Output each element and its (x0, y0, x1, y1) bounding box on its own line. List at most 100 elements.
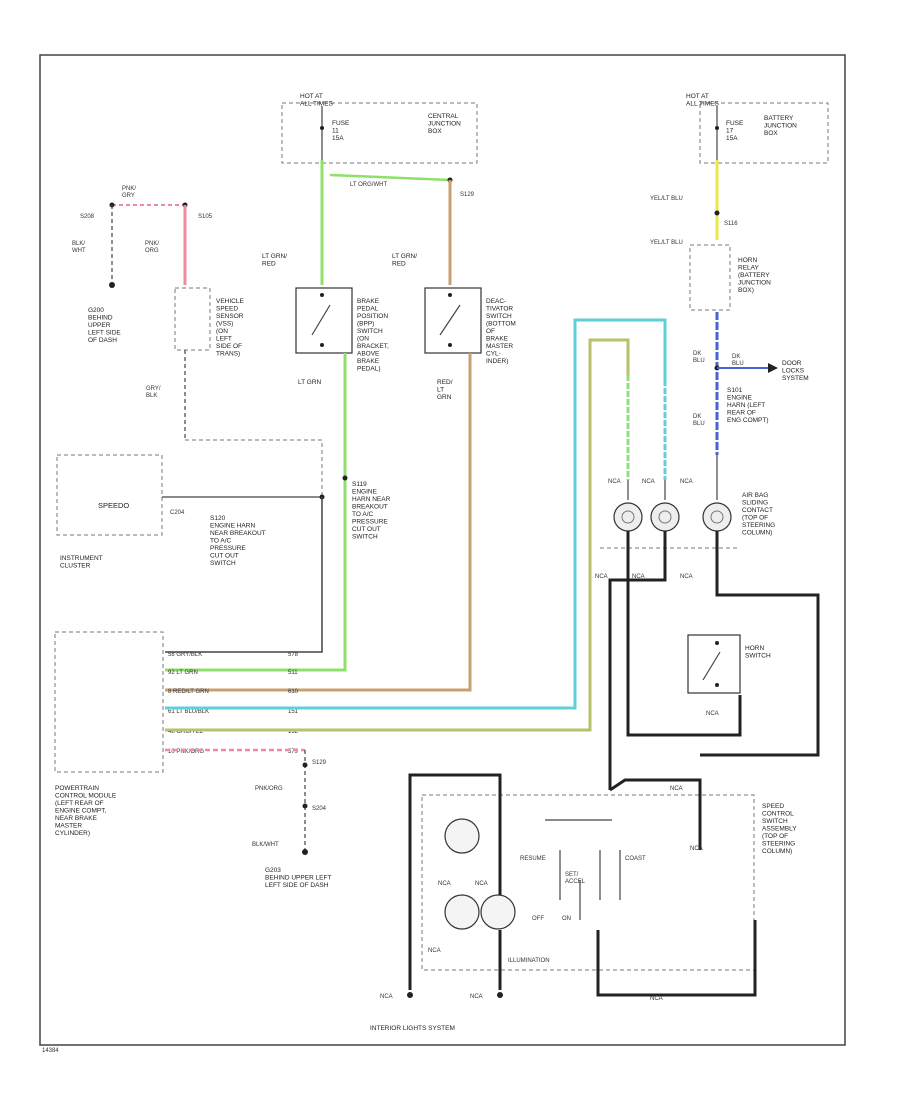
deactivator-terminal-top (448, 293, 452, 297)
speed-control-contacts (545, 819, 621, 920)
nca-terminal-2-label: NCA (470, 994, 483, 1000)
coast-label: COAST (625, 856, 646, 862)
battery-junction-box (699, 102, 829, 164)
clockspring-connector-3 (702, 502, 732, 532)
blk-wht-left-label: BLK/WHT (72, 241, 86, 254)
pnk-org-vss-label: PNK/ORG (145, 241, 159, 254)
red-lt-grn-wire (165, 353, 472, 692)
horn-switch-terminal-top (715, 641, 719, 645)
nca8-label: NCA (438, 881, 451, 887)
pcm-circuit-b: 511 (288, 670, 298, 676)
off-label: OFF (532, 916, 544, 922)
illumination-lamp-3 (480, 894, 516, 930)
nca6-label: NCA (680, 574, 693, 580)
gry-blk-pcm-wire (165, 497, 323, 653)
g200-ground (109, 282, 115, 288)
s204-node (302, 803, 308, 809)
nca4-label: NCA (595, 574, 608, 580)
lt-org-wht-wire (329, 173, 451, 182)
pcm-circuit-c: 610 (288, 689, 299, 695)
s116-label: S116 (724, 221, 738, 227)
illumination-lamp-2 (444, 894, 480, 930)
lt-blu-blk-wire (165, 318, 667, 710)
nca-terminal-1 (407, 992, 413, 998)
horn-switch-contact (702, 651, 721, 681)
c204-label: C204 (170, 510, 185, 516)
pcm-circuit-f: 579 (288, 749, 299, 755)
speedo-label: SPEEDO (98, 501, 129, 510)
clockspring-connector-2 (650, 502, 680, 532)
black-wire-middle (626, 531, 742, 737)
black-wire-right (700, 531, 820, 757)
speed-control-bus (596, 778, 757, 997)
horn-switch (687, 634, 741, 694)
yel-blu-label-2: YEL/LT BLU (650, 240, 683, 246)
clockspring-connector-3-inner (710, 510, 724, 524)
lt-grn-label: LT GRN (298, 379, 322, 386)
nca11-label: NCA (670, 786, 683, 792)
pcm-pin-b: 92 LT GRN (168, 670, 198, 676)
s129-label: S129 (460, 192, 475, 198)
lt-grn-red-label-1: LT GRN/RED (262, 253, 287, 267)
s119-node (342, 475, 348, 481)
s129b-node (302, 762, 308, 768)
pcm-pin-c: 8 RED/LT GRN (168, 689, 209, 695)
s204-label: S204 (312, 806, 327, 812)
nca10-label: NCA (428, 948, 441, 954)
lt-grn-red-label-2: LT GRN/RED (392, 253, 417, 267)
nca-terminal-1-label: NCA (380, 994, 393, 1000)
instrument-cluster (56, 454, 163, 536)
speed-control-assembly (421, 794, 755, 971)
footer-id: 14384 (42, 1048, 59, 1054)
bpp-switch-contact (311, 304, 331, 336)
nca9-label: NCA (475, 881, 488, 887)
org-yel-wire (165, 338, 630, 732)
illum-label: ILLUMINATION (508, 958, 550, 964)
resume-label: RESUME (520, 856, 546, 862)
set-accel-label: SET/ACCEL (565, 872, 586, 885)
yel-blu-label-1: YEL/LT BLU (650, 196, 683, 202)
pcm-pin-f: 10 PNK/ORG (168, 749, 204, 755)
lt-grn-wire-bpp-pcm (165, 353, 347, 672)
blk-wht-b-label: BLK/WHT (252, 842, 279, 848)
s208-label: S208 (80, 214, 95, 220)
clockspring-connector-1 (613, 502, 643, 532)
clockspring-connector-1-inner (621, 510, 635, 524)
deactivator-terminal-bottom (448, 343, 452, 347)
nca1-label: NCA (608, 479, 621, 485)
clockspring-top-wire (627, 455, 718, 500)
s105-label: S105 (198, 214, 213, 220)
illumination-lamp-1 (444, 818, 480, 854)
g203-ground (302, 849, 308, 855)
deactivator-switch (424, 287, 482, 354)
s116-node (714, 210, 720, 216)
black-wire-left (608, 531, 630, 790)
clockspring-connector-2-inner (658, 510, 672, 524)
lt-org-wht-label: LT ORG/WHT (350, 182, 387, 188)
on-label: ON (562, 916, 571, 922)
pcm-module (54, 631, 164, 773)
pcm-pin-e: 48 ORG/YEL (168, 729, 204, 735)
bpp-switch-terminal-bottom (320, 343, 324, 347)
nca-terminal-2 (497, 992, 503, 998)
bpp-switch-terminal-top (320, 293, 324, 297)
nca12-label: NCA (650, 996, 663, 1002)
nca7-label: NCA (706, 711, 719, 717)
nca2-label: NCA (642, 479, 655, 485)
door-locks-arrow (768, 363, 778, 373)
pnk-org-b-label: PNK/ORG (255, 786, 283, 792)
